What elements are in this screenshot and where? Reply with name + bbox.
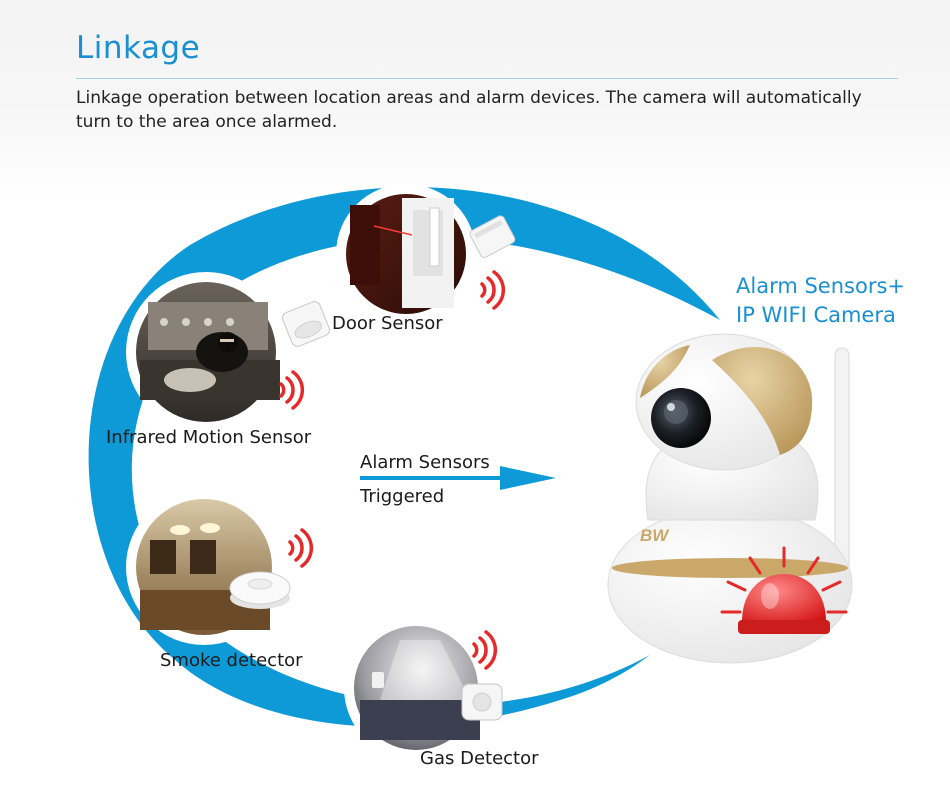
- camera-label: Alarm Sensors+ IP WIFI Camera: [736, 272, 905, 330]
- trigger-label-line2: Triggered: [360, 486, 445, 507]
- gas-detector-device: [461, 683, 503, 721]
- gas-detector-label: Gas Detector: [420, 748, 539, 769]
- camera-label-line1: Alarm Sensors+: [736, 274, 905, 298]
- trigger-arrow: [360, 466, 556, 490]
- infrared-sensor-photo: [126, 272, 286, 432]
- camera-brand-logo: BW: [640, 526, 670, 545]
- smoke-detector-photo: [126, 489, 282, 645]
- ip-camera: BW: [607, 333, 853, 664]
- camera-brand-text: BW: [640, 526, 670, 545]
- page-title: Linkage: [76, 30, 201, 66]
- camera-label-line2: IP WIFI Camera: [736, 303, 896, 327]
- door-sensor-device: [469, 215, 516, 258]
- gas-signal-icon: [472, 630, 498, 670]
- header-band: [0, 0, 950, 200]
- infrared-sensor-label: Infrared Motion Sensor: [106, 427, 312, 448]
- door-sensor-label: Door Sensor: [332, 313, 443, 334]
- smoke-detector-device: [229, 571, 291, 609]
- door-sensor-photo: [336, 184, 476, 324]
- title-divider: [76, 78, 898, 79]
- infrared-sensor-device: [282, 301, 330, 347]
- page-description: Linkage operation between location areas…: [76, 88, 862, 132]
- gas-detector-photo: [344, 616, 488, 760]
- smoke-detector-label: Smoke detector: [160, 650, 303, 671]
- trigger-label-line1: Alarm Sensors: [360, 452, 490, 473]
- alarm-siren-icon: [720, 546, 848, 634]
- infrared-signal-icon: [279, 370, 305, 410]
- smoke-signal-icon: [288, 528, 314, 568]
- door-signal-icon: [480, 270, 506, 310]
